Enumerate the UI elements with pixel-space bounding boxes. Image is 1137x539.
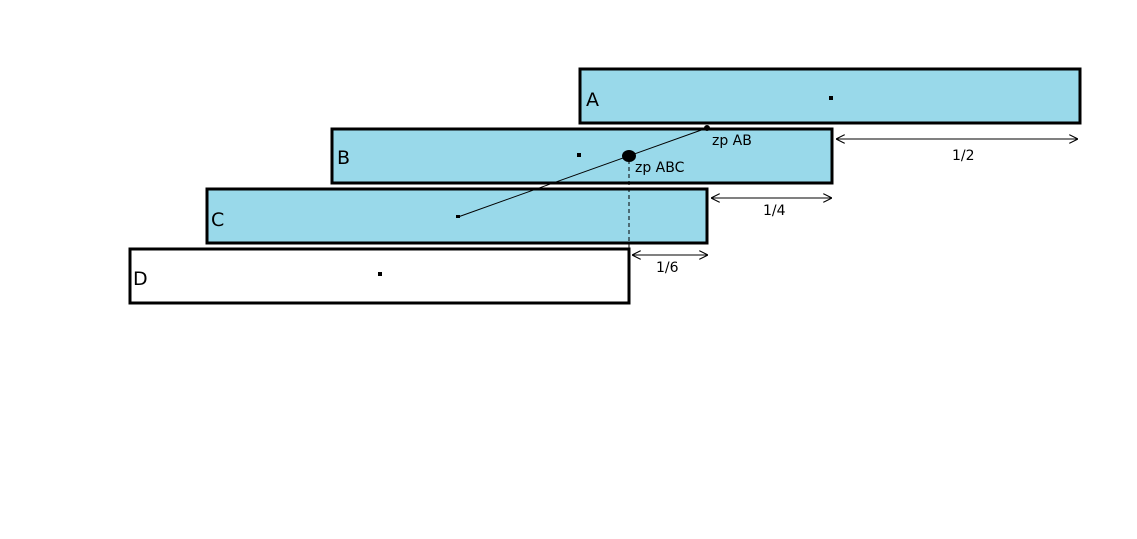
bar-c-label: C (211, 209, 224, 231)
dimension-sixth-label: 1/6 (656, 260, 679, 276)
dimension-quarter-label: 1/4 (763, 203, 786, 219)
connecting-line (457, 127, 708, 218)
bar-b (330, 127, 834, 185)
zp-ab-label: zp AB (712, 133, 752, 149)
center-d (378, 272, 382, 276)
dimension-half-label: 1/2 (952, 148, 975, 164)
zp-abc-label: zp ABC (635, 160, 685, 176)
zp-ab-point (704, 125, 710, 131)
center-b (577, 153, 581, 157)
zp-abc-point (622, 150, 636, 162)
bar-b-label: B (337, 147, 350, 169)
bar-a-label: A (586, 89, 599, 111)
bar-d-label: D (133, 268, 148, 290)
center-a (829, 96, 833, 100)
